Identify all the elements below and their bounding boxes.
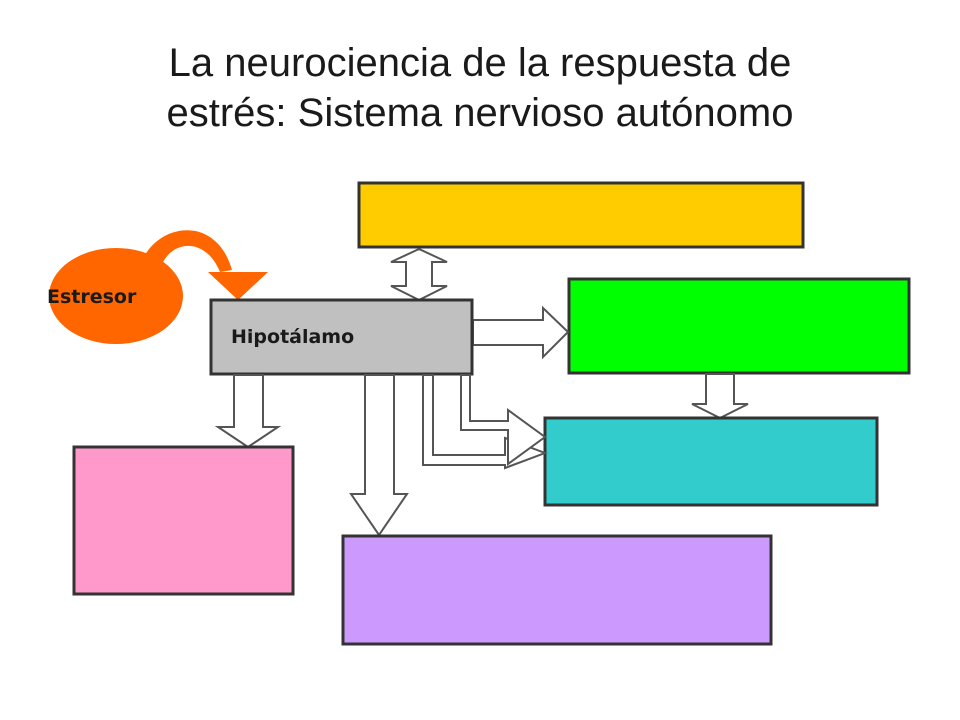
bottom-box (341, 534, 773, 646)
hypothalamus-label: Hipotálamo (231, 326, 354, 348)
arrow-right-upper-to-right-lower (691, 373, 749, 420)
top-box (357, 181, 805, 249)
slide-title-line-2: estrés: Sistema nervioso autónomo (166, 91, 794, 135)
slide-title: La neurociencia de la respuesta de estré… (0, 38, 960, 138)
hypothalamus-box (209, 298, 474, 376)
arrow-to-bottom-box (349, 374, 409, 537)
slide-title-line-1: La neurociencia de la respuesta de (168, 41, 792, 85)
stressor-label: Estresor (47, 286, 137, 308)
arrow-to-right-lower-box-upper (460, 374, 547, 466)
stressor-arrowhead (208, 272, 268, 300)
arrow-to-right-upper-box (472, 305, 570, 360)
arrow-to-left-box (214, 374, 282, 449)
right-lower-box (543, 416, 879, 507)
left-box (72, 445, 295, 596)
stressor-blob (49, 248, 183, 344)
stressor-curved-arrow (140, 230, 232, 272)
right-upper-box (567, 277, 911, 375)
bidirectional-arrow (390, 247, 448, 302)
